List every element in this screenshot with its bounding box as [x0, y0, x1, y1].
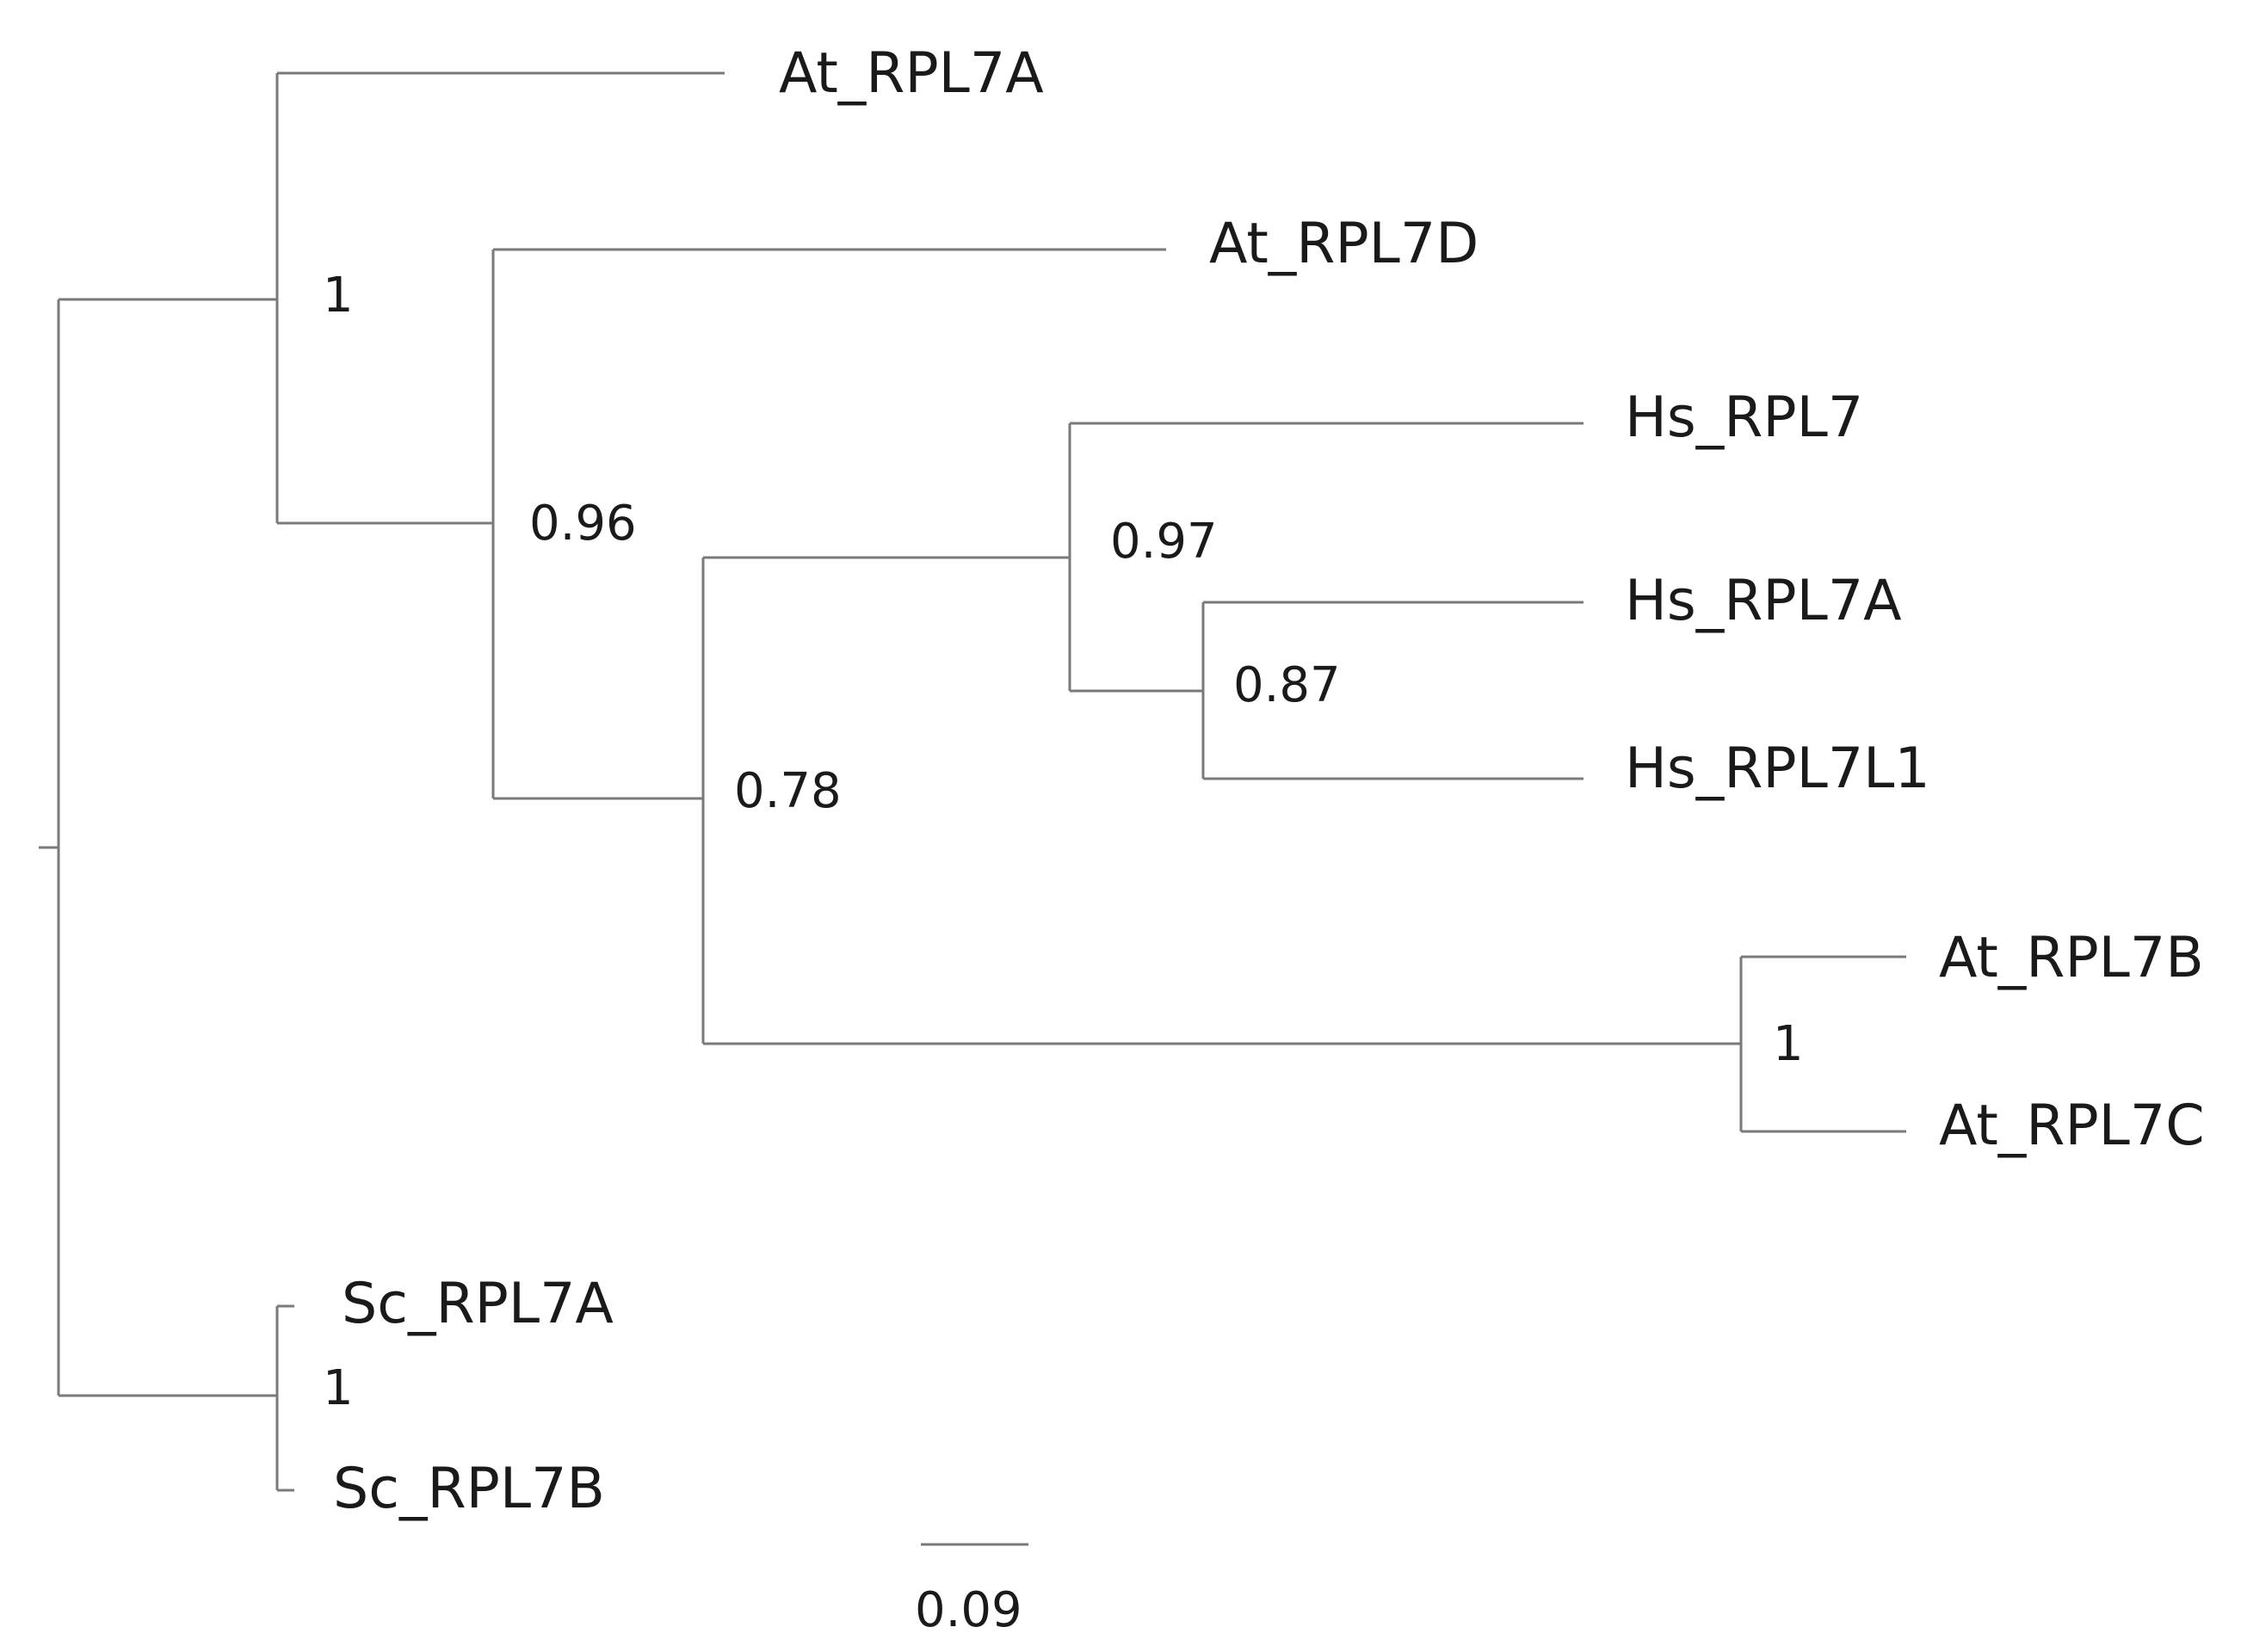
- leaf-label-at-rpl7d: At_RPL7D: [1209, 212, 1479, 276]
- leaf-label-at-rpl7c: At_RPL7C: [1939, 1094, 2205, 1158]
- support-value-rpl7d-clade: 0.96: [529, 496, 637, 552]
- support-value-hs-rpl7a-l1: 0.87: [1233, 657, 1341, 713]
- leaf-label-sc-rpl7a: Sc_RPL7A: [342, 1272, 614, 1336]
- support-value-at-clade: 1: [323, 268, 354, 324]
- leaf-label-sc-rpl7b: Sc_RPL7B: [333, 1457, 605, 1521]
- support-value-hs-clade: 0.97: [1110, 514, 1218, 570]
- leaf-label-hs-rpl7a: Hs_RPL7A: [1625, 569, 1902, 633]
- scale-bar-label: 0.09: [915, 1582, 1022, 1638]
- leaf-label-at-rpl7b: At_RPL7B: [1939, 926, 2204, 990]
- support-value-core-clade: 0.78: [734, 763, 842, 819]
- support-value-at-rpl7bc: 1: [1773, 1016, 1804, 1072]
- leaf-label-hs-rpl7l1: Hs_RPL7L1: [1625, 737, 1930, 801]
- support-value-sc-clade: 1: [323, 1360, 354, 1416]
- leaf-label-hs-rpl7: Hs_RPL7: [1625, 385, 1863, 450]
- leaf-label-at-rpl7a: At_RPL7A: [779, 41, 1044, 106]
